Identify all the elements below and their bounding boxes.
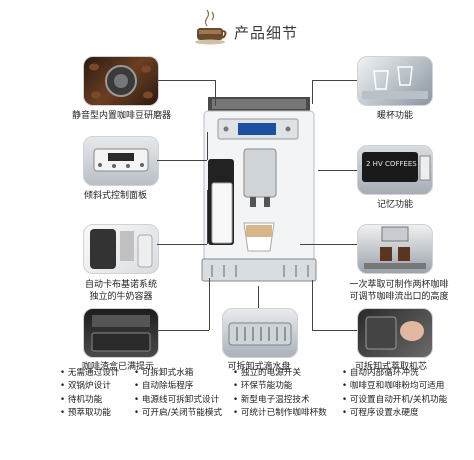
connector-grounds [157,330,209,331]
milk-system-label-2: 独立的牛奶容器 [89,292,153,302]
grounds-box-photo [83,308,159,358]
brew-unit-photo [357,308,433,358]
milk-system-label-1: 自动卡布基诺系统 [84,280,157,290]
connector-drip [258,286,259,308]
features-col-1: • 无需通过设计 • 双锅炉设计 • 待机功能 • 预萃取功能 [60,367,119,421]
connector-memory [318,170,357,171]
feature-item: • 无需通过设计 [60,368,120,378]
display-text: 2 HV COFFEES [366,160,417,168]
connector-milk [157,244,207,245]
connector-warm [312,80,357,81]
drip-tray-photo [222,308,298,358]
feature-item: • 独立的电源开关 [233,368,301,378]
connector-dual [300,244,357,245]
feature-item: • 自动除垢程序 [134,381,194,392]
feature-item: • 可开启/关闭节能模式 [134,408,223,419]
connector-brew-v [312,280,313,330]
control-panel-photo [83,136,159,186]
dual-spout-label-2: 可调节咖啡流出口的高度 [349,292,449,302]
connector-grinder [157,80,215,81]
feature-item: • 可设置自动开机/关机功能 [342,394,448,405]
dual-spout-photo [357,224,433,274]
connector-panel [157,160,207,161]
features-col-4: • 自动内部循环冲洗 • 咖啡豆和咖啡粉均可适用 • 可设置自动开机/关机功能 … [342,367,447,421]
grounds-box-label: 咖啡渣盒已满提示 [82,362,155,372]
feature-item: • 新型电子温控技术 [233,394,310,405]
coffee-machine-image [198,93,320,291]
connector-brew [312,330,357,331]
connector-milk-v [207,190,208,244]
feature-item: • 待机功能 [60,394,103,405]
features-col-3: • 独立的电源开关 • 环保节能功能 • 新型电子温控技术 • 可统计已制作咖啡… [233,367,327,421]
feature-item: • 可统计已制作咖啡杯数 [233,408,327,419]
feature-item: • 可拆卸式水箱 [134,368,194,378]
dual-spout-label-1: 一次萃取可制作两杯咖啡 [349,280,449,290]
coffee-cup-icon [191,8,229,46]
feature-item: • 咖啡豆和咖啡粉均可适用 [342,381,445,392]
cup-warmer-photo [357,56,433,106]
connector-grinder-v [215,80,216,106]
feature-item: • 可程序设置水硬度 [342,408,419,419]
feature-item: • 自动内部循环冲洗 [342,368,419,378]
page-title: 产品细节 [234,24,299,42]
connector-warm-v [312,80,313,104]
brew-unit-label: 可拆卸式萃取机芯 [355,362,428,372]
memory-display-photo: 2 HV COFFEES [357,145,433,195]
connector-panel-v [207,132,208,160]
feature-item: • 环保节能功能 [233,381,293,392]
milk-system-photo [83,224,159,274]
grinder-label: 静音型内置咖啡豆研磨器 [72,111,172,121]
cup-warmer-label: 暖杯功能 [377,111,414,121]
feature-item: • 预萃取功能 [60,408,111,419]
memory-label: 记忆功能 [377,200,414,210]
features-col-2: • 可拆卸式水箱 • 自动除垢程序 • 电源线可拆卸式设计 • 可开启/关闭节能… [134,367,222,421]
control-panel-label: 倾斜式控制面板 [84,191,148,201]
connector-grounds-v [209,278,210,330]
feature-item: • 电源线可拆卸式设计 [134,394,220,405]
drip-tray-label: 可拆卸式滴水盘 [227,362,291,372]
feature-item: • 双锅炉设计 [60,381,111,392]
grinder-photo [83,56,159,106]
